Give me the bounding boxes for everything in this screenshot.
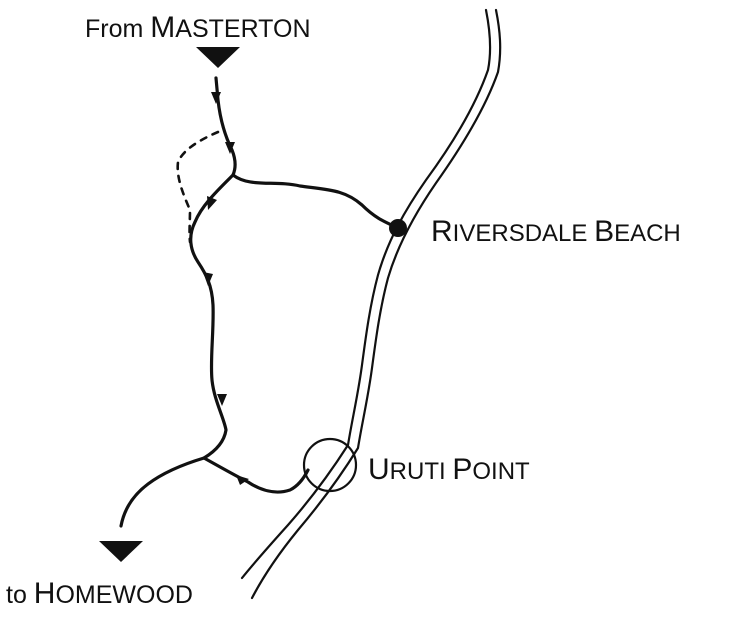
route-to-uruti [202, 456, 310, 494]
arrow-icon [211, 92, 221, 104]
route-to-homewood [119, 456, 206, 528]
arrow-icon [236, 475, 249, 485]
route-masterton-road [214, 76, 237, 177]
route-lines [119, 76, 400, 528]
arrow-icon [203, 272, 213, 286]
direction-arrows [203, 92, 249, 485]
route-west-loop [189, 173, 235, 460]
dashed-alternate-route [176, 130, 220, 244]
label-riversdale-beach: RIVERSDALE BEACH [431, 215, 681, 248]
coastline [240, 8, 502, 600]
end-triangle-icon [99, 541, 143, 562]
route-to-riversdale [231, 173, 400, 230]
arrow-icon [207, 196, 217, 210]
label-uruti-point: URUTI POINT [368, 453, 530, 486]
uruti-point-circle-icon [302, 437, 358, 493]
riversdale-beach-dot-icon [389, 219, 407, 237]
arrow-icon [225, 142, 235, 154]
start-triangle-icon [196, 47, 240, 68]
label-to-homewood: to HOMEWOOD [6, 577, 193, 610]
arrow-icon [217, 394, 227, 406]
label-from-masterton: From MASTERTON [85, 11, 311, 44]
